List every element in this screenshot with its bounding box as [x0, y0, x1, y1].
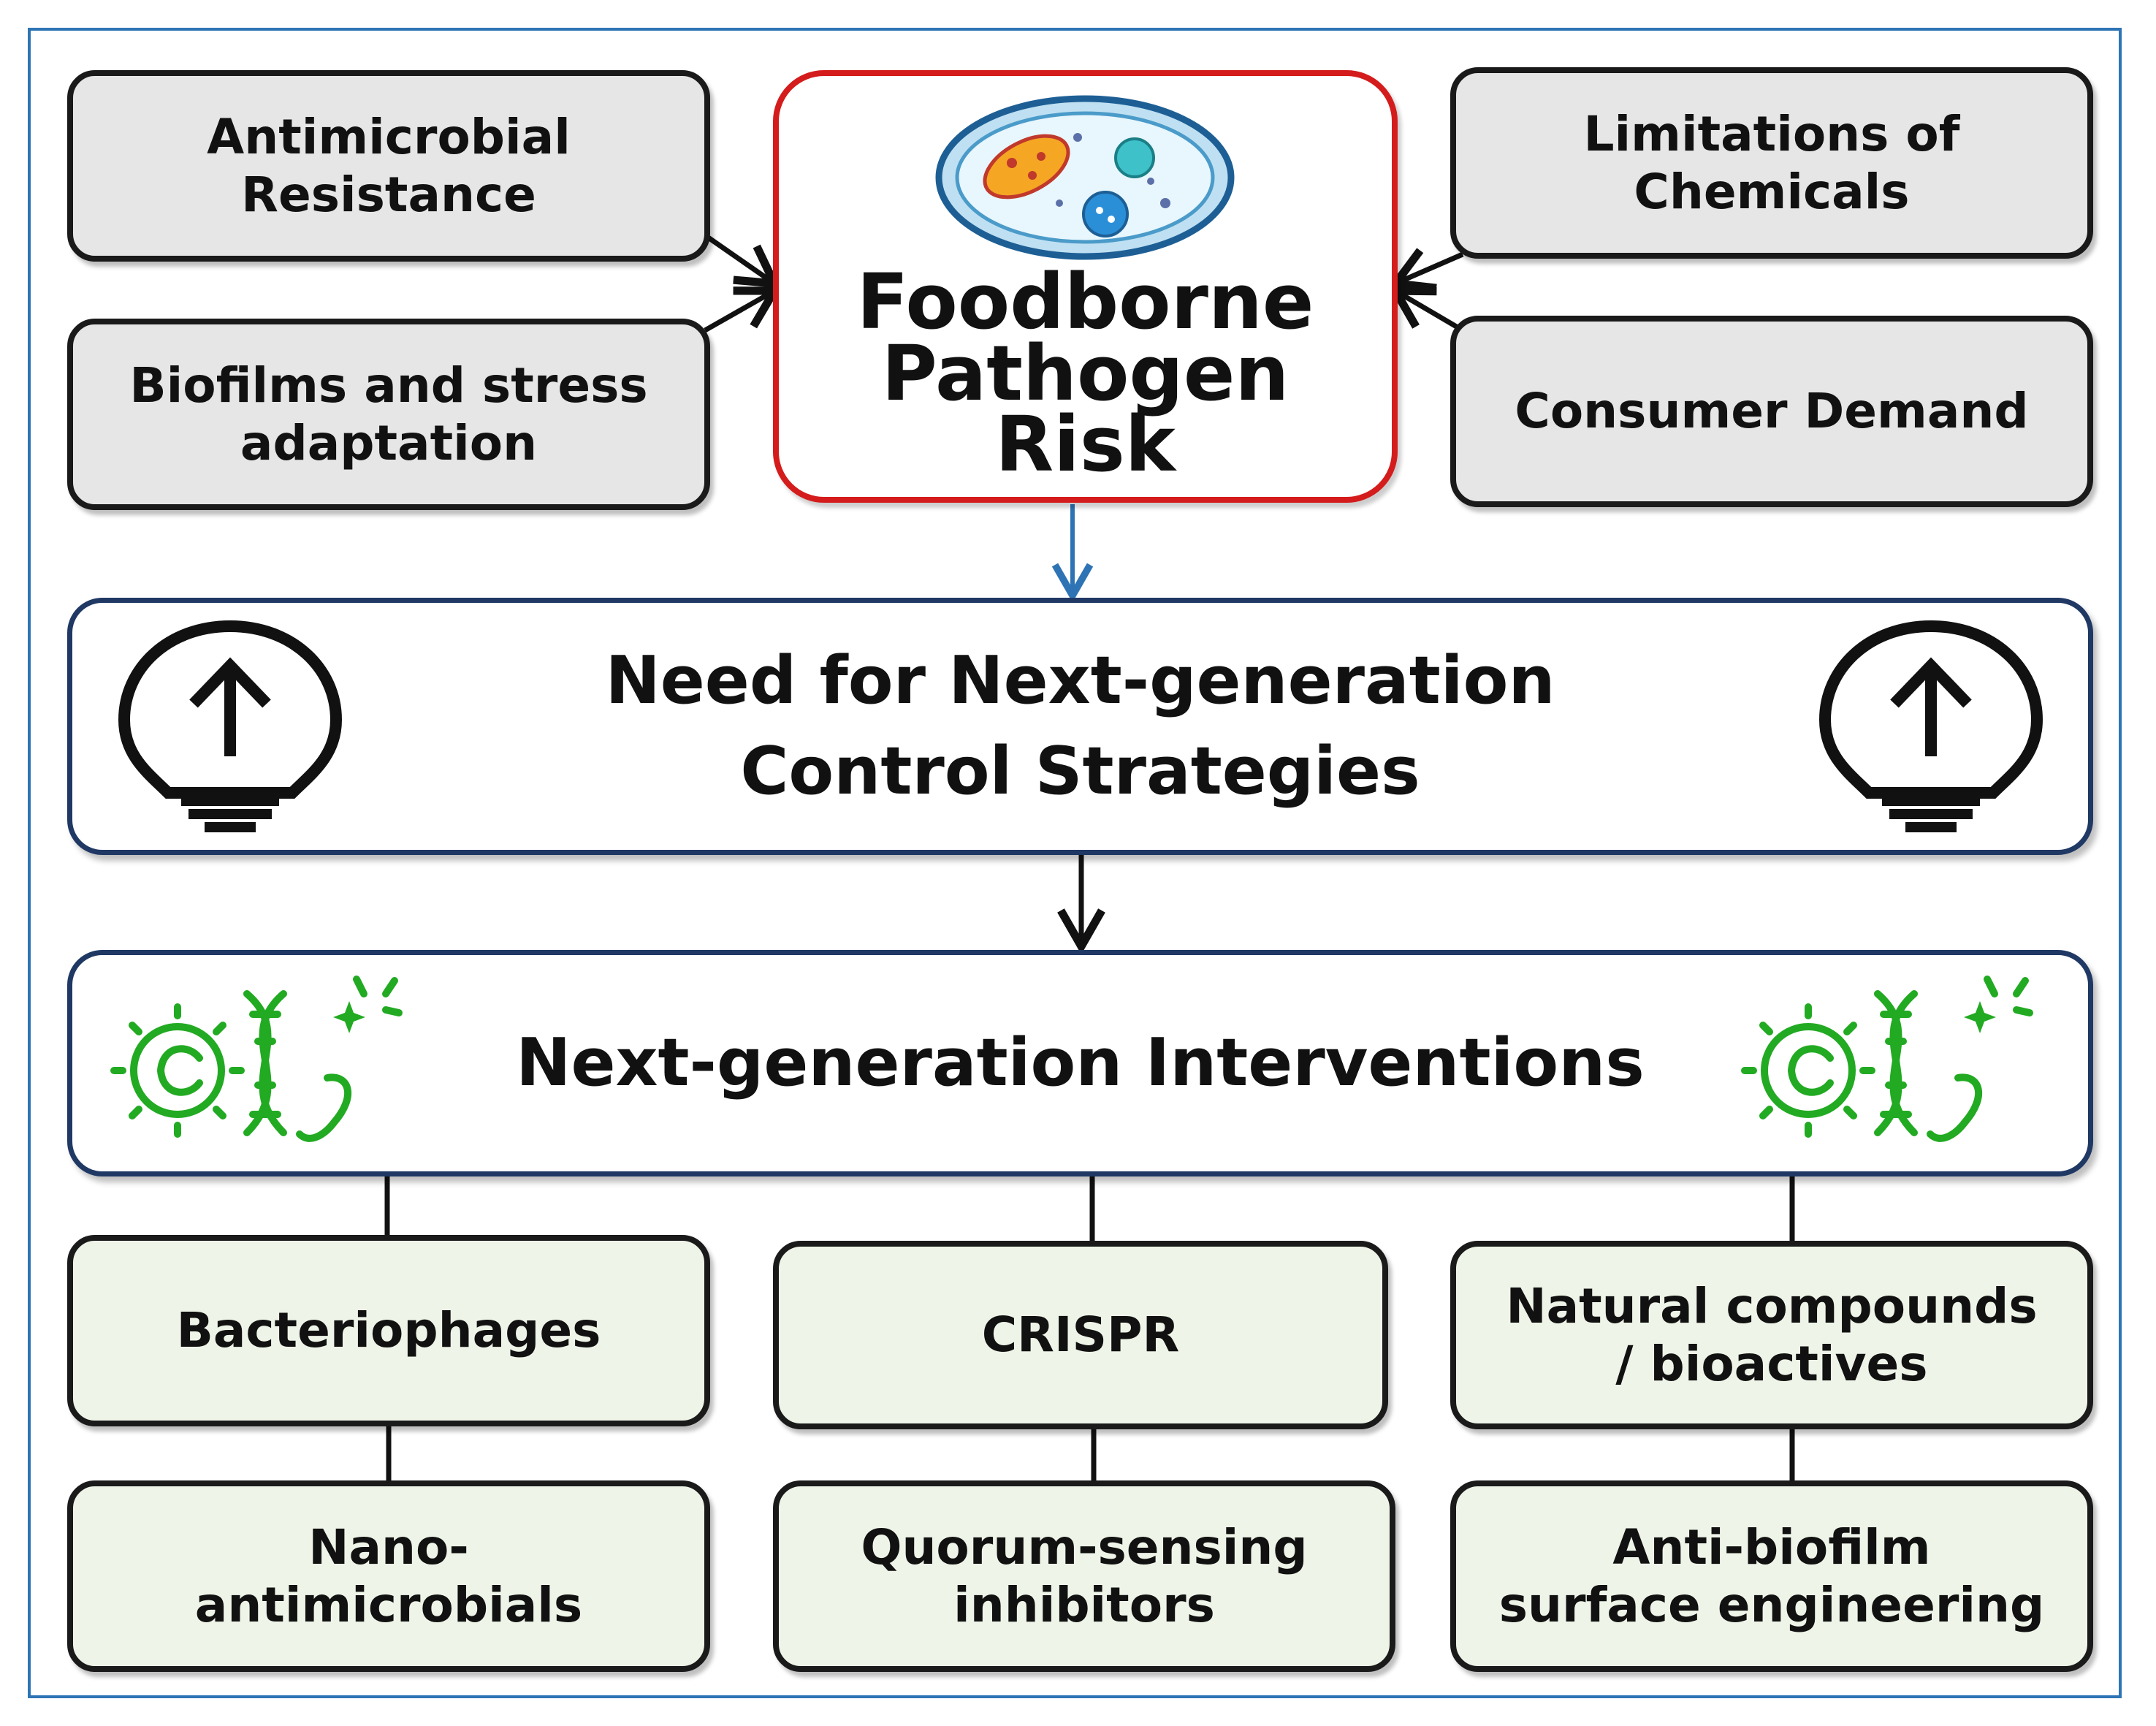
interventions-header: Next-generation Interventions	[516, 1024, 1645, 1101]
biotech-gear-dna-icon	[1741, 976, 2033, 1142]
intervention-bacteriophages: Bacteriophages	[67, 1235, 710, 1426]
intervention-crispr: CRISPR	[773, 1241, 1388, 1429]
petri-dish-bacteria-icon	[935, 95, 1235, 260]
driver-limitations-of-chemicals: Limitations of Chemicals	[1450, 67, 2093, 259]
driver-arrows	[704, 233, 1464, 333]
driver-consumer-demand: Consumer Demand	[1450, 316, 2093, 507]
need-band: Need for Next-generation Control Strateg…	[67, 598, 2093, 855]
biotech-gear-dna-icon	[110, 976, 403, 1142]
arrow-chemicals	[1387, 248, 1464, 292]
lightbulb-up-arrow-icon	[118, 620, 343, 832]
tree-lines	[384, 1175, 1795, 1482]
arrow-consumer	[1388, 286, 1464, 333]
driver-antimicrobial-resistance: Antimicrobial Resistance	[67, 70, 710, 262]
central-risk-label: Foodborne Pathogen Risk	[856, 256, 1314, 490]
intervention-anti-biofilm: Anti-biofilm surface engineering	[1450, 1480, 2093, 1672]
intervention-quorum-sensing: Quorum-sensing inhibitors	[773, 1480, 1395, 1672]
intervention-nano-antimicrobials: Nano- antimicrobials	[67, 1480, 710, 1672]
interventions-band: Next-generation Interventions	[67, 950, 2093, 1176]
arrow-amr	[704, 233, 782, 289]
intervention-natural-compounds: Natural compounds / bioactives	[1450, 1241, 2093, 1429]
arrow-biofilms	[704, 286, 782, 333]
need-label: Need for Next-generation Control Strateg…	[605, 642, 1555, 810]
driver-biofilms-stress: Biofilms and stress adaptation	[67, 319, 710, 510]
lightbulb-up-arrow-icon	[1818, 620, 2043, 832]
